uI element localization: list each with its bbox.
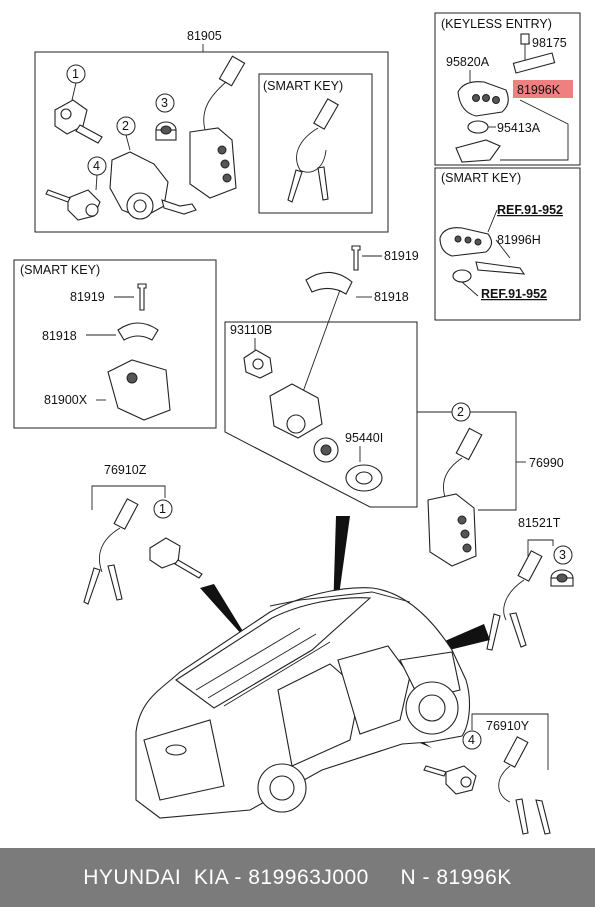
ignition-lock-center-icon bbox=[269, 383, 339, 463]
door-cylinder-left-icon bbox=[149, 537, 203, 579]
callout-1-left: 1 bbox=[159, 502, 166, 516]
label-ref-1: REF.91-952 bbox=[497, 203, 563, 217]
ignition-lock-set-81905: 81905 1 2 3 4 bbox=[34, 29, 389, 233]
label-95413A: 95413A bbox=[497, 121, 541, 135]
keyless-entry-group: (KEYLESS ENTRY) 98175 95820A 81996K 9541… bbox=[434, 12, 581, 166]
folding-key-icon bbox=[189, 55, 246, 199]
label-76990: 76990 bbox=[529, 456, 564, 470]
callout-4-right: 4 bbox=[468, 733, 475, 747]
bracket-icon bbox=[117, 322, 159, 341]
label-95440I: 95440I bbox=[345, 431, 383, 445]
trunk-cylinder-right-icon bbox=[550, 569, 574, 587]
label-81905: 81905 bbox=[187, 29, 222, 43]
callout-3-right: 3 bbox=[559, 548, 566, 562]
bolt-center-icon bbox=[351, 245, 361, 271]
lock-set-76910Y: 76910Y 4 bbox=[423, 713, 551, 835]
label-95820A: 95820A bbox=[446, 55, 490, 69]
group-box-smart-key-right bbox=[434, 167, 581, 321]
label-keyless-entry: (KEYLESS ENTRY) bbox=[441, 17, 552, 31]
smart-key-left-group: (SMART KEY) 81919 81918 81900X bbox=[13, 259, 217, 429]
key-pair-left-icon bbox=[83, 498, 139, 605]
callout-4: 4 bbox=[93, 159, 100, 173]
coin-battery-icon bbox=[452, 269, 472, 283]
smart-key-right-group: (SMART KEY) REF.91-952 81996H REF.91-952 bbox=[434, 167, 581, 321]
callout-2: 2 bbox=[122, 119, 129, 133]
smart-key-holder-icon bbox=[107, 359, 171, 421]
lock-set-81521T: 81521T 3 bbox=[486, 516, 574, 651]
folding-key-large-icon bbox=[427, 427, 483, 567]
label-81996K: 81996K bbox=[517, 83, 561, 97]
key-pair-right-icon bbox=[486, 550, 543, 651]
bracket-center-icon bbox=[305, 271, 353, 295]
label-93110B: 93110B bbox=[230, 323, 272, 337]
group-box-smart-key-left bbox=[13, 259, 217, 429]
footer-part-numbers: HYUNDAI KIA - 819963J000 N - 81996K bbox=[83, 865, 512, 889]
ignition-assembly-group: 81919 81918 93110B 95440I bbox=[224, 245, 419, 508]
emergency-blade-icon bbox=[475, 261, 526, 275]
group-box-smart-key-top bbox=[258, 73, 373, 214]
suv-illustration bbox=[135, 587, 471, 819]
switch-icon bbox=[243, 349, 273, 379]
callout-1: 1 bbox=[72, 67, 79, 81]
battery-icon bbox=[467, 120, 489, 134]
label-smart-key-left: (SMART KEY) bbox=[20, 263, 100, 277]
key-pair-bottom-icon bbox=[498, 736, 551, 835]
immobilizer-ring-icon bbox=[345, 464, 383, 492]
group-box-81905 bbox=[34, 51, 389, 233]
label-81919-center: 81919 bbox=[384, 249, 419, 263]
callout-2-center: 2 bbox=[457, 405, 464, 419]
footer-bar: HYUNDAI KIA - 819963J000 N - 81996K bbox=[0, 848, 595, 907]
folding-key-group-76990: 2 76990 bbox=[417, 402, 564, 567]
door-lock-icon bbox=[45, 189, 101, 221]
label-76910Y: 76910Y bbox=[486, 719, 530, 733]
ignition-lock-icon bbox=[109, 151, 197, 220]
label-81521T: 81521T bbox=[518, 516, 561, 530]
label-81900X: 81900X bbox=[44, 393, 88, 407]
label-smart-key-top: (SMART KEY) bbox=[263, 79, 343, 93]
label-81996H: 81996H bbox=[497, 233, 541, 247]
door-lock-cylinder-icon bbox=[54, 99, 103, 144]
label-smart-key-right: (SMART KEY) bbox=[441, 171, 521, 185]
parts-diagram: 81905 1 2 3 4 bbox=[13, 12, 581, 835]
label-81918-center: 81918 bbox=[374, 290, 409, 304]
group-box-ignition bbox=[224, 321, 418, 508]
lock-set-76910Z: 76910Z 1 bbox=[83, 463, 203, 605]
smart-key-fob-icon bbox=[439, 227, 493, 257]
bolt-icon bbox=[137, 283, 147, 311]
trunk-cylinder-icon bbox=[155, 121, 177, 141]
callout-3: 3 bbox=[161, 96, 168, 110]
label-ref-2: REF.91-952 bbox=[481, 287, 547, 301]
label-98175: 98175 bbox=[532, 36, 567, 50]
fob-case-icon bbox=[455, 139, 501, 163]
emergency-key-icon bbox=[287, 98, 339, 203]
label-76910Z: 76910Z bbox=[104, 463, 147, 477]
remote-key-fob-icon bbox=[457, 81, 509, 117]
label-81918-left: 81918 bbox=[42, 329, 77, 343]
group-box-keyless-entry bbox=[434, 12, 581, 166]
door-cylinder-right-icon bbox=[423, 765, 477, 795]
label-81919-left: 81919 bbox=[70, 290, 105, 304]
highlight-81996K bbox=[513, 80, 573, 98]
